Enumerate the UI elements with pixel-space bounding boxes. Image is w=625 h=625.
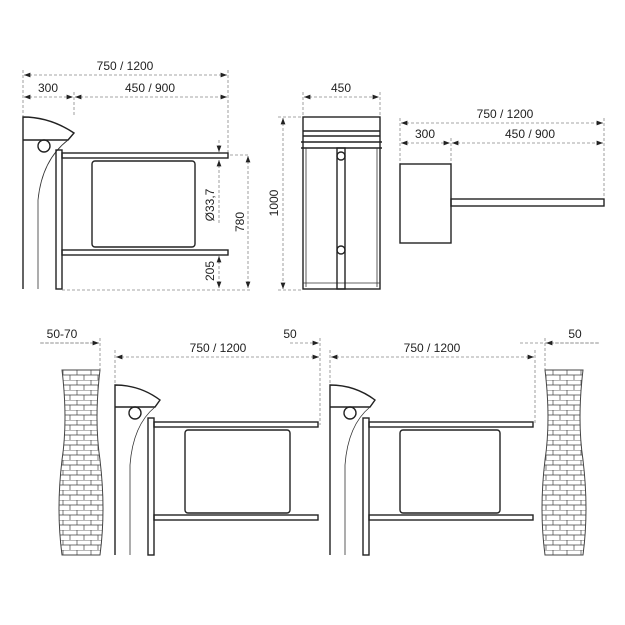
side-view: 750 / 1200 300 450 / 900 Ø33,7 780 205	[22, 59, 251, 291]
passage-1-label: 750 / 1200	[190, 341, 247, 355]
gap-between-label: 50	[283, 327, 297, 341]
lower-arm-height-label: 205	[203, 261, 217, 281]
upper-arm	[61, 152, 229, 159]
top-post-width-label: 300	[415, 127, 435, 141]
top-view: 750 / 1200 300 450 / 900	[399, 107, 605, 244]
top-total-width-label: 750 / 1200	[477, 107, 534, 121]
brick-wall-left	[58, 369, 104, 556]
wall-gap-left-label: 50-70	[47, 327, 78, 341]
turnstile-2	[329, 384, 534, 556]
brick-wall-right	[541, 369, 587, 556]
side-arm-length-label: 450 / 900	[125, 81, 175, 95]
side-total-width-label: 750 / 1200	[97, 59, 154, 73]
top-arm-length-label: 450 / 900	[505, 127, 555, 141]
arm-height-label: 780	[233, 212, 247, 232]
tube-diameter-label: Ø33,7	[203, 188, 217, 221]
lower-arm	[61, 249, 229, 256]
front-view: 450 1000	[267, 81, 382, 291]
passage-2-label: 750 / 1200	[404, 341, 461, 355]
turnstile-1	[114, 384, 319, 556]
wall-gap-right-label: 50	[568, 327, 582, 341]
side-post-width-label: 300	[38, 81, 58, 95]
installation-view: 50-70 50 750 / 1200 750 / 1200 50	[40, 327, 600, 556]
front-width-label: 450	[331, 81, 351, 95]
turnstile-post	[22, 116, 76, 290]
glass-panel	[91, 160, 196, 248]
front-height-label: 1000	[267, 189, 281, 216]
